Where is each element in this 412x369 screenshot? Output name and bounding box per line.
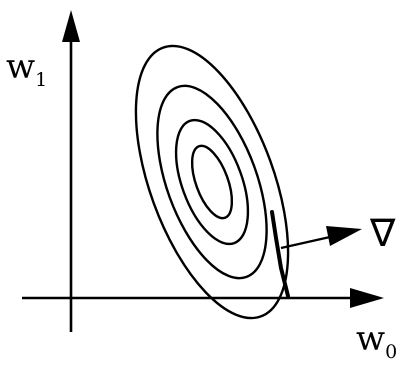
tangent-segment — [270, 210, 290, 298]
contour-second — [174, 118, 250, 246]
y-axis-label-base: w — [6, 47, 35, 87]
gradient-arrowhead — [326, 226, 362, 246]
x-axis-arrowhead — [350, 288, 384, 308]
y-axis-label: w1 — [6, 47, 47, 91]
contour-group — [134, 44, 290, 320]
contour-outer — [134, 44, 290, 320]
contour-inner — [190, 144, 234, 220]
x-axis-label-base: w — [356, 319, 385, 359]
gradient-symbol: ∇ — [369, 211, 396, 255]
y-axis-label-subscript: 1 — [35, 69, 47, 91]
y-axis-arrowhead — [62, 10, 80, 42]
gradient-arrow-line — [280, 235, 331, 250]
contour-third — [156, 84, 268, 280]
x-axis-label-subscript: 0 — [385, 341, 397, 363]
x-axis-label: w0 — [356, 319, 397, 363]
